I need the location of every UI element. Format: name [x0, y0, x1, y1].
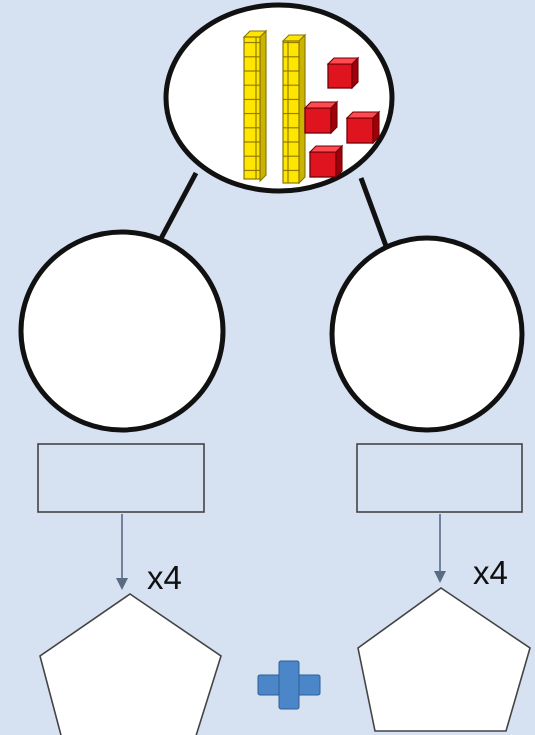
- left-part-circle: [18, 229, 226, 433]
- left-connector-line: [154, 171, 199, 248]
- right-down-arrow: [434, 514, 446, 583]
- left-down-arrow: [116, 514, 128, 590]
- base-ten-blocks: [242, 29, 381, 185]
- right-result-pentagon[interactable]: [357, 587, 531, 732]
- ten-rod: [281, 33, 307, 185]
- right-part-circle: [329, 235, 525, 433]
- right-multiplier-label: x4: [473, 554, 508, 591]
- plus-icon: [257, 660, 321, 710]
- whole-circle: [163, 2, 395, 194]
- one-cube: [308, 144, 344, 179]
- one-cube: [303, 100, 339, 135]
- right-answer-box[interactable]: [356, 443, 523, 513]
- left-result-pentagon[interactable]: [39, 593, 222, 735]
- left-answer-box[interactable]: [37, 443, 205, 513]
- right-connector-line: [358, 177, 389, 247]
- ten-rod: [242, 29, 268, 183]
- left-multiplier-label: x4: [147, 559, 182, 596]
- one-cube: [326, 56, 360, 90]
- one-cube: [345, 110, 381, 145]
